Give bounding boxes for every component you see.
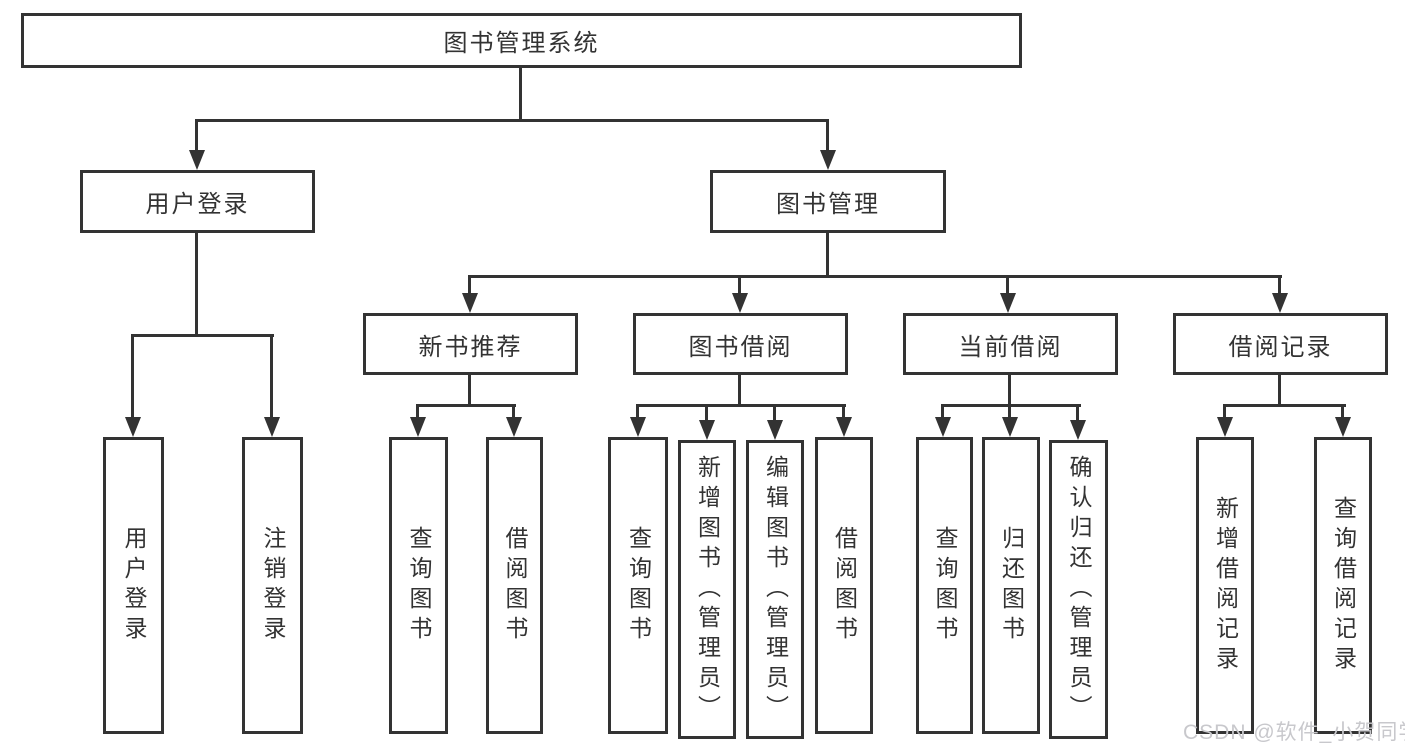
leaf-borrow-book-recommend: 借阅图书 bbox=[486, 437, 543, 734]
leaf-add-borrow-record-label: 新增借阅记录 bbox=[1212, 495, 1239, 676]
leaf-edit-book-admin: 编辑图书（管理员） bbox=[746, 440, 804, 739]
arrow-down bbox=[264, 417, 280, 437]
arrow-down bbox=[462, 293, 478, 313]
arrow-down bbox=[1272, 293, 1288, 313]
connector-borrow-bus bbox=[636, 404, 846, 407]
arrow-down bbox=[410, 417, 426, 437]
leaf-confirm-return-admin: 确认归还（管理员） bbox=[1049, 440, 1108, 739]
node-new-book-recommend: 新书推荐 bbox=[363, 313, 578, 375]
connector-drop bbox=[131, 334, 134, 419]
arrow-down bbox=[732, 293, 748, 313]
leaf-query-book-borrow-label: 查询图书 bbox=[625, 525, 652, 646]
connector-drop bbox=[636, 404, 639, 419]
connector-user-login-stem bbox=[195, 233, 198, 336]
leaf-query-borrow-record-label: 查询借阅记录 bbox=[1330, 495, 1357, 676]
leaf-logout: 注销登录 bbox=[242, 437, 303, 734]
connector-drop bbox=[941, 404, 944, 419]
leaf-confirm-return-admin-label: 确认归还（管理员） bbox=[1066, 454, 1092, 725]
connector-book-mgmt-bus bbox=[468, 275, 1282, 278]
connector-drop bbox=[1008, 404, 1011, 419]
node-book-management: 图书管理 bbox=[710, 170, 946, 233]
arrow-down bbox=[1335, 417, 1351, 437]
leaf-add-book-admin-label: 新增图书（管理员） bbox=[694, 454, 721, 725]
connector-drop bbox=[195, 119, 198, 152]
connector-drop bbox=[1006, 275, 1009, 295]
arrow-down bbox=[506, 417, 522, 437]
node-user-login: 用户登录 bbox=[80, 170, 315, 233]
node-current-borrow-label: 当前借阅 bbox=[958, 333, 1063, 361]
arrow-down bbox=[1217, 417, 1233, 437]
leaf-query-book-borrow: 查询图书 bbox=[608, 437, 668, 734]
leaf-add-book-admin: 新增图书（管理员） bbox=[678, 440, 736, 739]
node-user-login-label: 用户登录 bbox=[145, 191, 250, 218]
node-borrow-records: 借阅记录 bbox=[1173, 313, 1388, 375]
leaf-user-login: 用户登录 bbox=[103, 437, 164, 734]
connector-user-login-bus bbox=[131, 334, 274, 337]
leaf-query-book-recommend-label: 查询图书 bbox=[406, 525, 432, 646]
arrow-down bbox=[836, 417, 852, 437]
connector-drop bbox=[738, 275, 741, 295]
csdn-watermark: CSDN @软件_小贺同学 bbox=[1183, 721, 1405, 744]
arrow-down bbox=[125, 417, 141, 437]
connector-borrow-stem bbox=[738, 375, 741, 407]
leaf-query-borrow-record: 查询借阅记录 bbox=[1314, 437, 1372, 734]
connector-drop bbox=[705, 404, 708, 422]
leaf-borrow-book-label: 借阅图书 bbox=[831, 525, 858, 646]
arrow-down bbox=[189, 150, 205, 170]
leaf-query-book-current-label: 查询图书 bbox=[932, 525, 958, 646]
arrow-down bbox=[935, 417, 951, 437]
connector-drop bbox=[468, 275, 471, 295]
node-new-book-recommend-label: 新书推荐 bbox=[418, 333, 523, 361]
node-root: 图书管理系统 bbox=[21, 13, 1022, 68]
node-book-management-label: 图书管理 bbox=[776, 191, 880, 218]
arrow-down bbox=[699, 420, 715, 440]
leaf-query-book-current: 查询图书 bbox=[916, 437, 973, 734]
connector-records-bus bbox=[1223, 404, 1346, 407]
connector-drop bbox=[1223, 404, 1226, 419]
connector-records-stem bbox=[1278, 375, 1281, 407]
connector-root-stem bbox=[519, 68, 522, 120]
arrow-down bbox=[630, 417, 646, 437]
node-borrow-records-label: 借阅记录 bbox=[1228, 333, 1333, 361]
leaf-borrow-book: 借阅图书 bbox=[815, 437, 873, 734]
leaf-logout-label: 注销登录 bbox=[260, 525, 286, 646]
node-current-borrow: 当前借阅 bbox=[903, 313, 1118, 375]
arrow-down bbox=[767, 420, 783, 440]
arrow-down bbox=[1000, 293, 1016, 313]
connector-drop bbox=[1341, 404, 1344, 419]
leaf-return-book: 归还图书 bbox=[982, 437, 1040, 734]
node-book-borrow-label: 图书借阅 bbox=[688, 333, 793, 361]
leaf-add-borrow-record: 新增借阅记录 bbox=[1196, 437, 1254, 734]
arrow-down bbox=[1002, 417, 1018, 437]
leaf-edit-book-admin-label: 编辑图书（管理员） bbox=[762, 454, 789, 725]
connector-drop bbox=[773, 404, 776, 422]
arrow-down bbox=[1070, 420, 1086, 440]
connector-book-mgmt-stem bbox=[826, 233, 829, 277]
connector-drop bbox=[1076, 404, 1079, 422]
arrow-down bbox=[820, 150, 836, 170]
connector-current-bus bbox=[941, 404, 1081, 407]
connector-drop bbox=[826, 119, 829, 152]
leaf-borrow-book-recommend-label: 借阅图书 bbox=[502, 525, 528, 646]
connector-drop bbox=[1278, 275, 1281, 295]
connector-root-bus bbox=[196, 119, 829, 122]
connector-recommend-bus bbox=[416, 404, 516, 407]
node-root-label: 图书管理系统 bbox=[443, 30, 600, 57]
leaf-return-book-label: 归还图书 bbox=[998, 525, 1025, 646]
connector-drop bbox=[512, 404, 515, 419]
connector-drop bbox=[416, 404, 419, 419]
connector-drop bbox=[270, 334, 273, 419]
leaf-query-book-recommend: 查询图书 bbox=[389, 437, 448, 734]
connector-recommend-stem bbox=[468, 375, 471, 407]
node-book-borrow: 图书借阅 bbox=[633, 313, 848, 375]
connector-drop bbox=[842, 404, 845, 419]
leaf-user-login-label: 用户登录 bbox=[121, 525, 147, 646]
connector-current-stem bbox=[1008, 375, 1011, 407]
